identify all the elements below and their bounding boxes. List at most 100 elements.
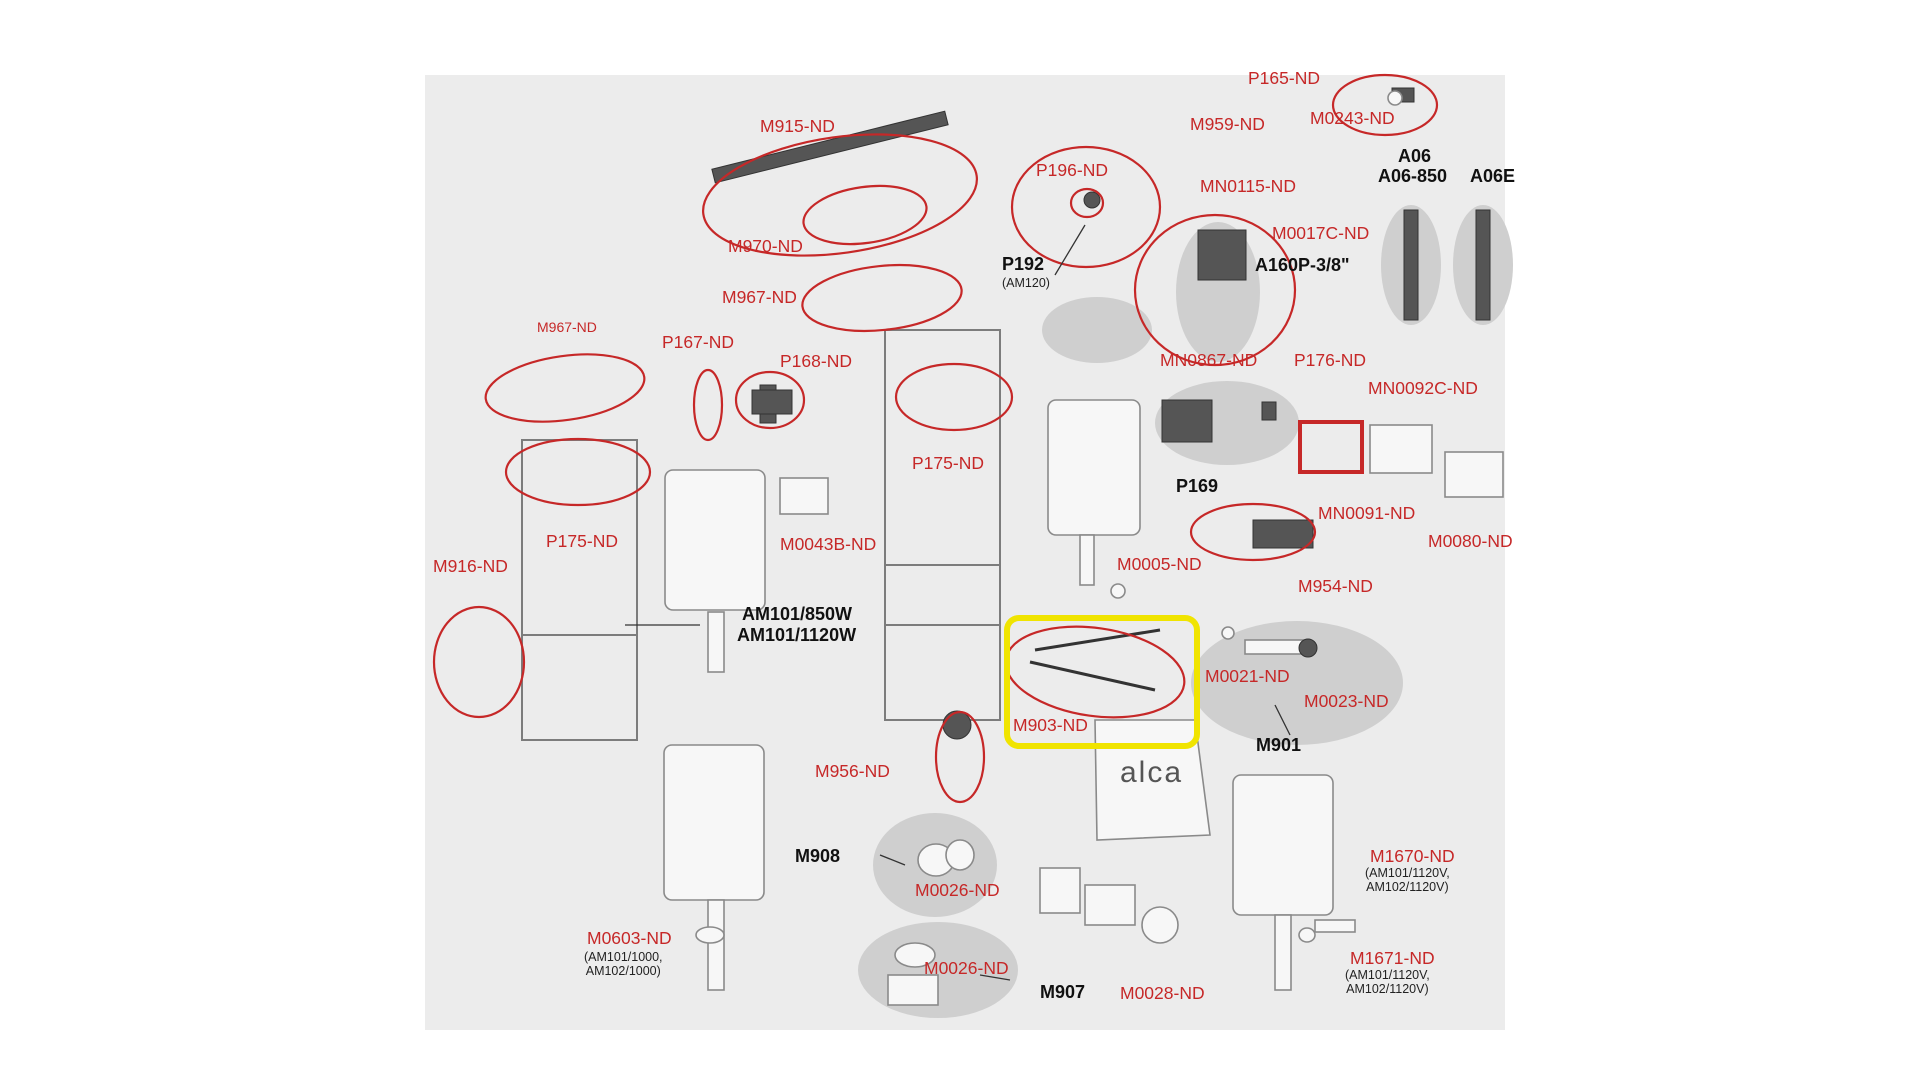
part-m0603 [695,926,725,944]
label-m907: M907 [1040,982,1086,1002]
leader-lines [625,224,1291,981]
pipe-m0028-b [1084,884,1136,926]
ring-m0028 [1141,906,1179,944]
note-m0603: (AM101/1000, AM102/1000) [584,950,663,979]
label-m0017c: M0017C-ND [1272,223,1370,243]
label-m0023: M0023-ND [1304,691,1389,711]
ellipse-p175-left [504,437,652,507]
label-m1671: M1671-ND [1350,948,1435,968]
label-m0026-m907: M0026-ND [924,958,1009,978]
label-m0021: M0021-ND [1205,666,1290,686]
label-m956: M956-ND [815,761,890,781]
label-p192: P192 [1002,254,1045,274]
p192-group-blob [1042,297,1152,363]
bracket-mn0867 [1161,399,1213,443]
part-p176 [1261,401,1277,421]
label-p168: P168-ND [780,351,852,371]
part-m1671 [1298,927,1316,943]
label-mn0091: MN0091-ND [1318,503,1416,523]
leader-p192 [1054,224,1086,276]
cistern-right-bottom [1232,774,1334,916]
part-p168 [751,389,793,415]
center-frame [884,329,1001,721]
label-m0080: M0080-ND [1428,531,1513,551]
frame-mn0092c [1298,420,1364,474]
ellipse-m903 [1004,625,1186,719]
label-m0243: M0243-ND [1310,108,1395,128]
part-m954 [1252,519,1314,549]
callout-ellipses [432,73,1439,804]
alca-logo-text: alca [1120,756,1184,789]
pipe-m0028-a [1039,867,1081,914]
valve-a06e [1475,209,1491,321]
label-p196: P196-ND [1036,160,1108,180]
ellipse-p196 [1069,187,1105,219]
label-m0005: M0005-ND [1117,554,1202,574]
ellipse-p196-detail [1010,145,1162,269]
cistern-left-top-pipe [707,611,725,673]
label-m916: M916-ND [433,556,508,576]
label-m0026-m908: M0026-ND [915,880,1000,900]
label-p175-left: P175-ND [546,531,618,551]
part-p196 [1083,191,1101,209]
leader-m908 [879,854,906,866]
rail-m915 [711,110,949,184]
label-m970: M970-ND [728,236,803,256]
cistern-right-bottom-pipe [1274,914,1292,991]
seal-m0023 [1298,638,1318,658]
ring-m0005 [1110,583,1126,599]
label-mn0092c: MN0092C-ND [1368,378,1478,398]
label-m967-right: M967-ND [722,287,797,307]
label-m959: M959-ND [1190,114,1265,134]
ellipse-p167 [692,368,724,442]
label-m908: M908 [795,846,841,866]
loose-parts [695,87,1504,1006]
label-am101-1120w: AM101/1120W [737,625,857,645]
frame-mn0091 [1369,424,1433,474]
ellipse-m967-left [484,353,646,423]
ring-m0021 [1221,626,1235,640]
m901-group-blob [1191,621,1403,745]
label-a160p: A160P-3/8" [1255,255,1350,275]
ellipse-m915 [702,133,978,257]
seal-m0026-b [945,839,975,871]
label-p165: P165-ND [1248,68,1320,88]
label-p167: P167-ND [662,332,734,352]
label-am101-850w: AM101/850W [742,604,853,624]
label-p169: P169 [1176,476,1219,496]
cistern-left-bottom [663,744,765,901]
note-p192: (AM120) [1002,276,1050,290]
label-a06-850: A06-850 [1378,166,1448,186]
label-m954: M954-ND [1298,576,1373,596]
label-a06e: A06E [1470,166,1516,186]
ellipse-m959 [1133,213,1297,367]
label-mn0115: MN0115-ND [1200,176,1296,196]
label-m1670: M1670-ND [1370,846,1455,866]
part-m956 [942,710,972,740]
left-frame [521,439,638,741]
cistern-left-top [664,469,766,611]
label-mn0867: MN0867-ND [1160,350,1258,370]
note-m1670: (AM101/1120V, AM102/1120V) [1365,866,1450,895]
label-m915: M915-ND [760,116,835,136]
rod-m903-a [1034,628,1161,652]
ellipse-p175-right [894,362,1014,432]
ellipse-m967-right [801,263,963,333]
ellipse-p165 [1331,73,1439,137]
label-m0603: M0603-ND [587,928,672,948]
ellipse-m954 [1189,502,1317,562]
cistern-center-top [1047,399,1141,536]
cistern-center-top-pipe [1079,534,1095,586]
mounting-frames [521,329,1001,741]
note-m1671: (AM101/1120V, AM102/1120V) [1345,968,1430,997]
cover-m0080 [1444,451,1504,498]
label-a06: A06 [1398,146,1432,166]
label-m901: M901 [1256,735,1302,755]
ellipse-m916 [432,605,526,719]
label-m0028: M0028-ND [1120,983,1205,1003]
label-p175-right: P175-ND [912,453,984,473]
plate-m0043b [779,477,829,515]
label-p176: P176-ND [1294,350,1366,370]
leader-m901 [1274,704,1291,736]
